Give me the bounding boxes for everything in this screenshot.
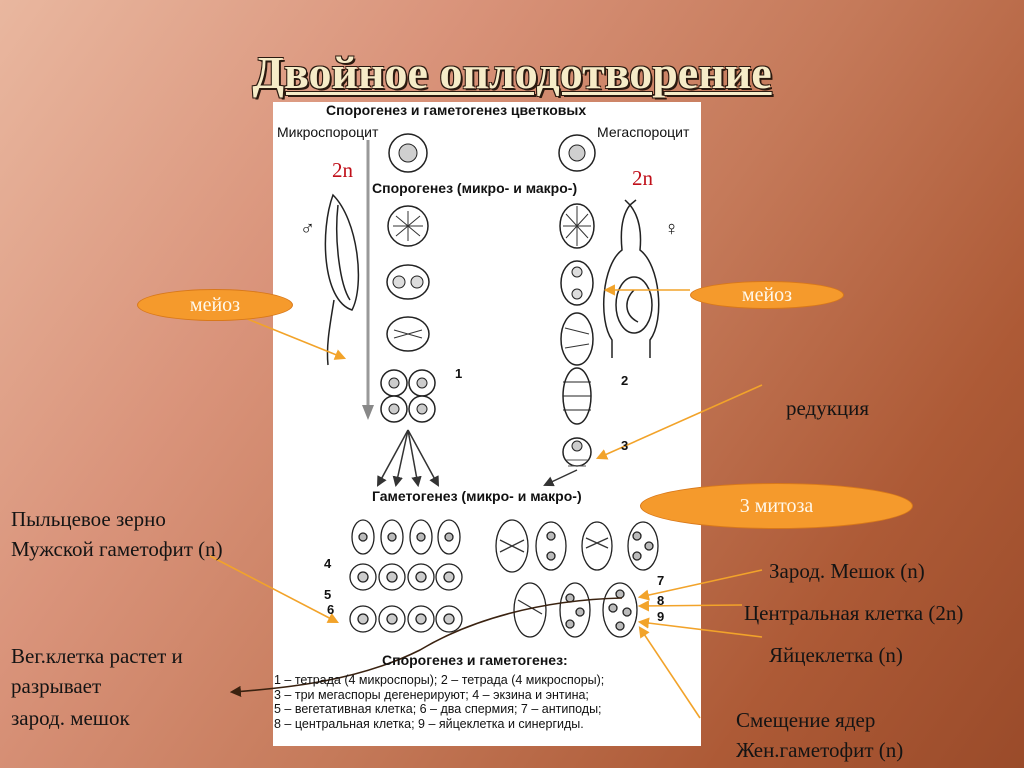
female-gametophyte-label: Жен.гаметофит (n) [736, 738, 904, 762]
number-5: 5 [324, 587, 332, 602]
slide-title: Двойное оплодотворение [252, 47, 772, 98]
number-3: 3 [621, 438, 629, 453]
number-8: 8 [657, 593, 665, 608]
number-1: 1 [455, 366, 463, 381]
meiosis-left-pill: мейоз [137, 289, 293, 321]
left-ploidy: 2n [332, 158, 353, 182]
mega-cells [558, 134, 596, 467]
nuclei-shift-label: Смещение ядер [736, 708, 876, 732]
female-symbol: ♀ [664, 218, 679, 240]
gametogenesis-label: Гаметогенез (микро- и макро-) [372, 488, 582, 504]
micro-cells [380, 133, 436, 423]
right-ploidy: 2n [632, 166, 653, 190]
fan-arrows [376, 429, 578, 488]
meiosis-right-pill: мейоз [690, 281, 844, 309]
diagram-panel [273, 102, 701, 746]
pollen-grains [349, 519, 463, 633]
central-cell-label: Центральная клетка (2n) [744, 601, 964, 625]
legend: 1 – тетрада (4 микроспоры); 2 – тетрада … [274, 673, 702, 731]
male-gametophyte-label: Мужской гаметофит (n) [11, 537, 223, 561]
stamen-drawing [324, 193, 360, 366]
number-7: 7 [657, 573, 665, 588]
number-6: 6 [327, 602, 335, 617]
embryo-sac-label: Зарод. Мешок (n) [769, 559, 925, 583]
pollen-tube-arrow [229, 597, 623, 697]
veg-cell-label: Вег.клетка растет и [11, 644, 183, 668]
microsporocyte-label: Микроспороцит [277, 124, 379, 140]
veg-cell-label-2: разрывает [11, 674, 102, 698]
legend-title: Спорогенез и гаметогенез: [382, 652, 568, 668]
number-9: 9 [657, 609, 665, 624]
reduction-label: редукция [786, 396, 870, 420]
pointer-arrows [209, 284, 763, 719]
legend-line: 8 – центральная клетка; 9 – яйцеклетка и… [274, 716, 584, 731]
sporogenesis-label: Спорогенез (микро- и макро-) [372, 180, 578, 196]
megasporocyte-label: Мегаспороцит [597, 124, 690, 140]
mitosis-pill: 3 митоза [640, 483, 913, 529]
pistil-drawing [603, 199, 660, 358]
number-2: 2 [621, 373, 629, 388]
panel-title: Спорогенез и гаметогенез цветковых [326, 102, 587, 118]
pollen-grain-label: Пыльцевое зерно [11, 507, 166, 531]
male-symbol: ♂ [300, 218, 315, 240]
legend-line: 5 – вегетативная клетка; 6 – два спермия… [274, 702, 602, 716]
number-4: 4 [324, 556, 332, 571]
embryo-sacs [495, 519, 659, 638]
egg-cell-label: Яйцеклетка (n) [769, 643, 903, 667]
veg-cell-label-3: зарод. мешок [11, 706, 130, 730]
legend-line: 3 – три мегаспоры дегенерируют; 4 – экзи… [274, 687, 589, 702]
legend-line: 1 – тетрада (4 микроспоры); 2 – тетрада … [274, 673, 605, 687]
